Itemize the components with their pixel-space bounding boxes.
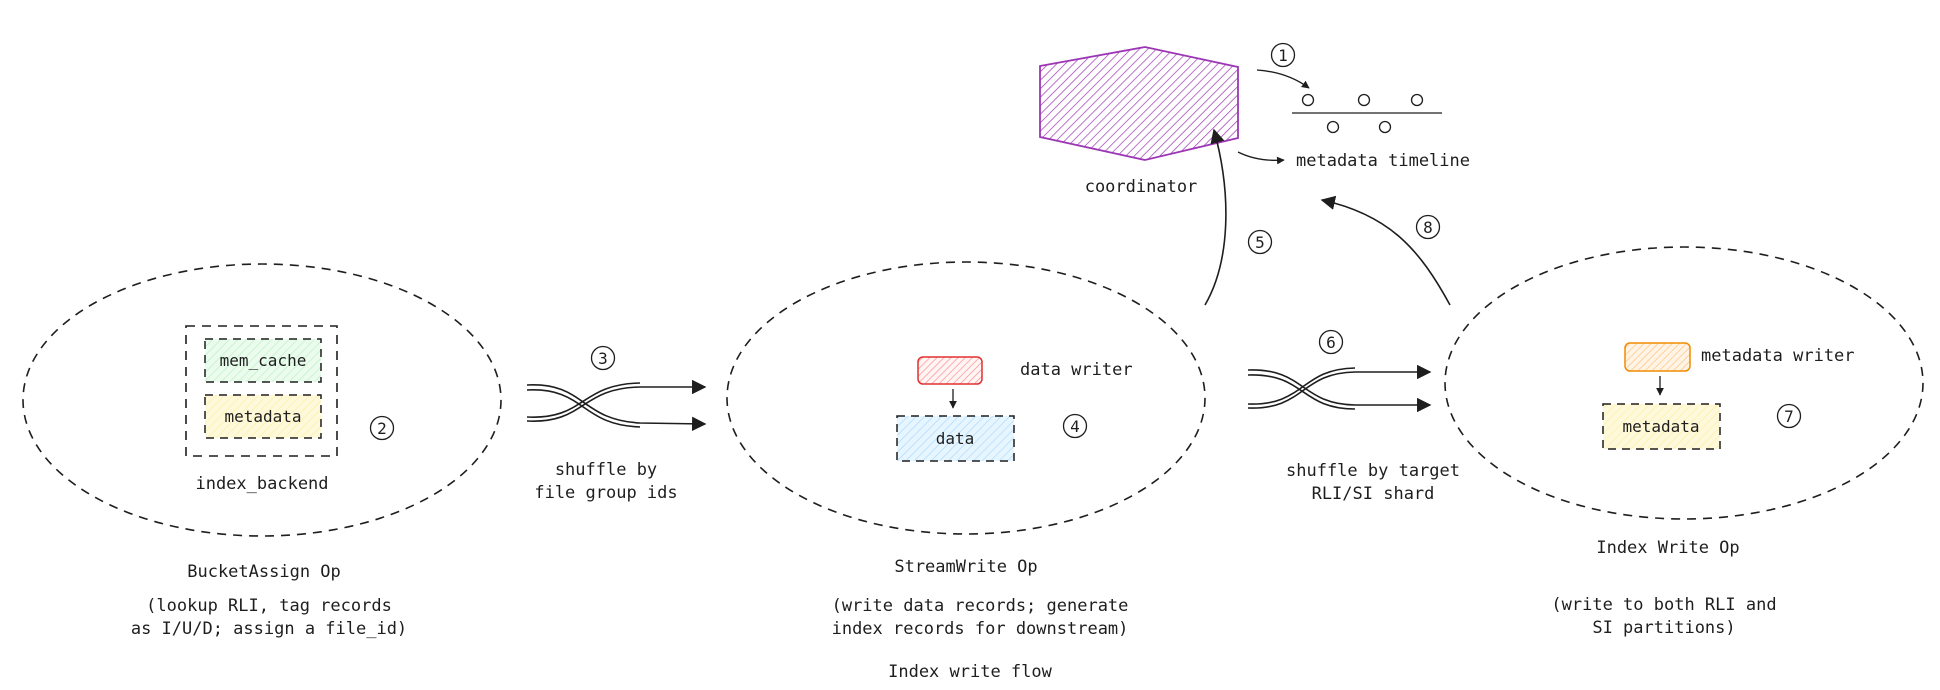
svg-text:6: 6	[1326, 333, 1336, 352]
timeline-instant	[1410, 93, 1424, 107]
shuffle-2-label-line1: shuffle by target	[1286, 461, 1460, 481]
index-write-title: Index Write Op	[1596, 538, 1739, 558]
step-1-arrow	[1256, 69, 1310, 89]
shuffle-1-label-line2: file group ids	[534, 483, 677, 503]
index-write-ellipse	[1444, 246, 1924, 520]
shuffle-1-arrows	[526, 379, 707, 431]
stream-write-op: data writer data 4	[726, 261, 1206, 535]
stream-write-ellipse	[726, 261, 1206, 535]
coordinator-shape	[1039, 46, 1239, 161]
coordinator: coordinator	[1039, 46, 1239, 197]
bucket-metadata-label: metadata	[224, 407, 301, 426]
bucket-assign-desc-line2: as I/U/D; assign a file_id)	[131, 619, 407, 639]
index-backend-container	[185, 325, 338, 457]
shuffle-2-label-line2: RLI/SI shard	[1312, 484, 1435, 504]
svg-text:2: 2	[377, 419, 387, 438]
step-8-arrow	[1320, 195, 1451, 306]
svg-text:3: 3	[598, 349, 608, 368]
step-1-badge: 1	[1270, 42, 1296, 68]
stream-write-title: StreamWrite Op	[894, 557, 1037, 577]
svg-text:7: 7	[1784, 407, 1794, 426]
timeline-arrow	[1237, 151, 1285, 165]
data-box-label: data	[936, 429, 975, 448]
index-write-desc-line2: SI partitions)	[1592, 618, 1735, 638]
index-metadata-label: metadata	[1622, 417, 1699, 436]
svg-text:4: 4	[1070, 417, 1080, 436]
timeline-instant	[1326, 120, 1340, 134]
timeline-instant	[1357, 93, 1371, 107]
metadata-timeline	[1292, 93, 1442, 134]
svg-text:5: 5	[1255, 233, 1265, 252]
mem-cache-label: mem_cache	[220, 351, 307, 370]
bucket-assign-ellipse	[22, 263, 502, 537]
svg-text:1: 1	[1278, 46, 1288, 65]
bucket-metadata-box	[204, 394, 322, 439]
data-box	[896, 415, 1015, 462]
step-5-arrow	[1204, 128, 1227, 306]
index-write-op: metadata writer metadata 7	[1444, 246, 1924, 520]
step-2-badge: 2	[369, 415, 395, 441]
diagram-title: Index write flow	[888, 662, 1053, 682]
stream-write-desc-line2: index records for downstream)	[832, 619, 1129, 639]
data-writer-label: data writer	[1020, 360, 1133, 380]
metadata-writer-label: metadata writer	[1701, 346, 1855, 366]
step-6-badge: 6	[1318, 329, 1344, 355]
data-writer-box	[917, 356, 983, 385]
svg-text:8: 8	[1423, 218, 1433, 237]
bucket-assign-op: mem_cache metadata index_backend 2	[22, 263, 502, 537]
coordinator-label: coordinator	[1085, 177, 1198, 197]
step-7-badge: 7	[1776, 403, 1802, 429]
step-4-badge: 4	[1062, 413, 1088, 439]
shuffle-2-arrows	[1247, 364, 1432, 413]
timeline-label: metadata timeline	[1296, 151, 1470, 171]
metadata-writer-box	[1624, 342, 1691, 372]
step-3-badge: 3	[590, 345, 616, 371]
shuffle-1-label-line1: shuffle by	[555, 460, 657, 480]
bucket-assign-desc-line1: (lookup RLI, tag records	[146, 596, 392, 616]
mem-cache-box	[204, 338, 322, 383]
index-write-desc-line1: (write to both RLI and	[1551, 595, 1776, 615]
bucket-assign-title: BucketAssign Op	[187, 562, 341, 582]
index-backend-label: index_backend	[195, 474, 328, 494]
stream-write-desc-line1: (write data records; generate	[832, 596, 1129, 616]
step-8-badge: 8	[1415, 214, 1441, 240]
timeline-instant	[1378, 120, 1392, 134]
step-5-badge: 5	[1247, 229, 1273, 255]
timeline-instant	[1301, 93, 1315, 107]
index-metadata-box	[1602, 403, 1721, 450]
